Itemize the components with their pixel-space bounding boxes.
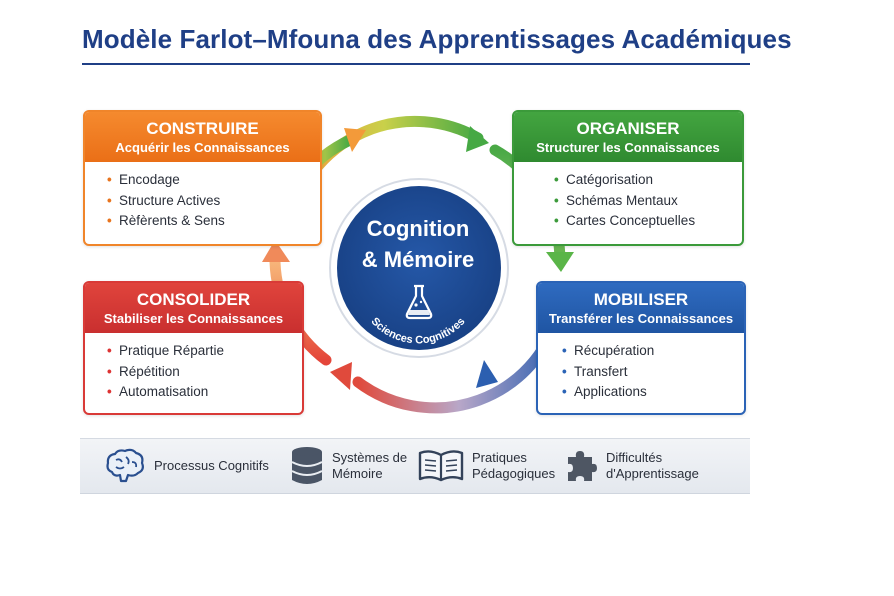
database-icon (291, 447, 323, 484)
page-title: Modèle Farlot–Mfouna des Apprentissages … (82, 24, 792, 54)
list-item: •Cartes Conceptuelles (554, 213, 696, 228)
stage-header: CONSOLIDER Stabiliser les Connaissances (85, 283, 302, 333)
footer-label: Pédagogiques (472, 466, 556, 481)
arrowhead-bottom-right (476, 360, 498, 388)
footer-item-difficultes: Difficultés d'Apprentissage (566, 439, 699, 493)
footer-label: Mémoire (332, 466, 383, 481)
stage-box-mobiliser: MOBILISER Transférer les Connaissances •… (536, 281, 746, 415)
flask-icon (405, 284, 433, 320)
stage-box-construire: CONSTRUIRE Acquérir les Connaissances •E… (83, 110, 322, 246)
footer-label: d'Apprentissage (606, 466, 699, 481)
stage-list: •Pratique Répartie •Répétition •Automati… (85, 333, 302, 403)
footer-label: Processus Cognitifs (154, 458, 269, 473)
center-title-line2: & Mémoire (361, 247, 475, 272)
stage-subtitle: Acquérir les Connaissances (115, 140, 290, 155)
stage-subtitle: Stabiliser les Connaissances (103, 311, 284, 326)
footer-item-processus: Processus Cognitifs (104, 439, 269, 493)
list-item: •Pratique Répartie (107, 343, 225, 358)
arrowhead-left (262, 240, 290, 262)
brain-icon (106, 448, 144, 483)
footer-label: Difficultés (606, 450, 663, 465)
footer-legend: Processus Cognitifs Systèmes de Mémoire … (80, 438, 750, 494)
list-item: •Automatisation (107, 384, 209, 399)
stage-title: MOBILISER (593, 290, 689, 309)
stage-title: ORGANISER (576, 119, 680, 138)
footer-label: Systèmes de (332, 450, 408, 465)
stage-box-consolider: CONSOLIDER Stabiliser les Connaissances … (83, 281, 304, 415)
list-item: •Récupération (562, 343, 655, 358)
footer-item-memoire: Systèmes de Mémoire (290, 439, 407, 493)
footer-item-pratiques: Pratiques Pédagogiques (418, 439, 555, 493)
list-item: •Applications (562, 384, 647, 399)
list-item: •Encodage (107, 172, 180, 187)
title-underline (82, 63, 750, 65)
stage-list: •Récupération •Transfert •Applications (538, 333, 744, 403)
stage-header: CONSTRUIRE Acquérir les Connaissances (85, 112, 320, 162)
arrowhead-bottom-left (330, 362, 352, 390)
arrowhead-top-left (344, 128, 366, 152)
center-circle (337, 186, 501, 350)
arrowhead-top (466, 126, 489, 152)
footer-label: Pratiques (472, 450, 527, 465)
stage-subtitle: Structurer les Connaissances (536, 140, 720, 155)
book-icon (418, 450, 464, 482)
list-item: •Transfert (562, 363, 628, 379)
stage-title: CONSTRUIRE (146, 119, 259, 138)
list-item: •Rèfèrents & Sens (107, 213, 225, 228)
stage-list: •Encodage •Structure Actives •Rèfèrents … (85, 162, 320, 232)
stage-title: CONSOLIDER (136, 290, 251, 309)
list-item: •Schémas Mentaux (554, 192, 678, 208)
list-item: •Structure Actives (107, 192, 221, 208)
stage-box-organiser: ORGANISER Structurer les Connaissances •… (512, 110, 744, 246)
stage-header: MOBILISER Transférer les Connaissances (538, 283, 744, 333)
stage-header: ORGANISER Structurer les Connaissances (514, 112, 742, 162)
arrowhead-right (546, 252, 574, 272)
list-item: •Répétition (107, 363, 180, 379)
stage-list: •Catégorisation •Schémas Mentaux •Cartes… (514, 162, 742, 232)
center-title-line1: Cognition (366, 216, 470, 241)
puzzle-icon (568, 451, 597, 481)
list-item: •Catégorisation (554, 172, 654, 187)
stage-subtitle: Transférer les Connaissances (548, 311, 734, 326)
